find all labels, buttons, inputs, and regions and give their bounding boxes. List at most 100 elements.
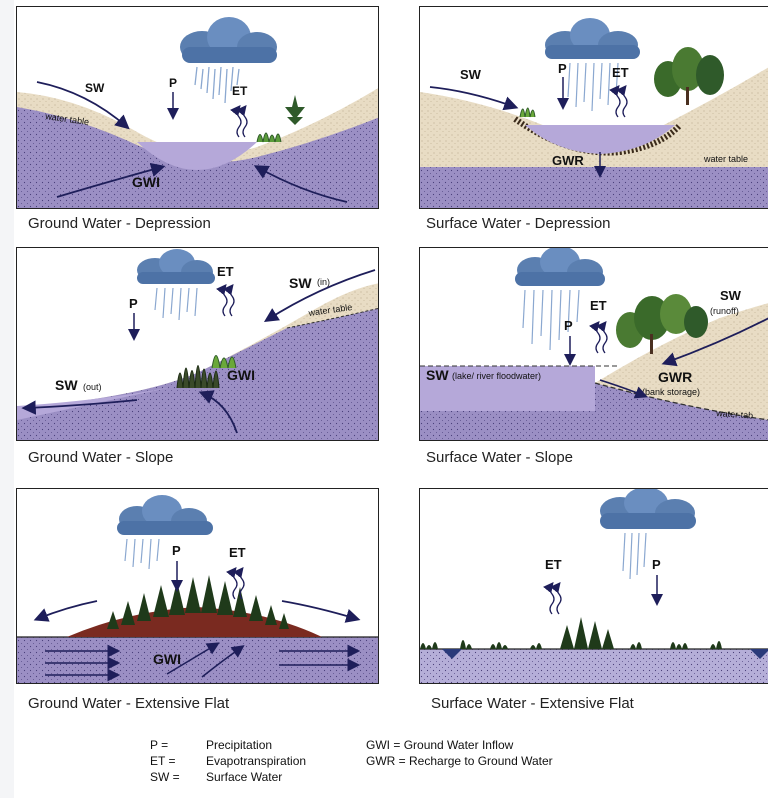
- caption-sw-depression: Surface Water - Depression: [426, 215, 611, 232]
- sw-in-sub-label: (in): [317, 277, 330, 287]
- caption-gw-depression: Ground Water - Depression: [28, 215, 211, 232]
- gwi-label: GWI: [132, 174, 160, 190]
- et-label: ET: [217, 264, 234, 279]
- tree-icon: [519, 47, 724, 118]
- sw-out-label: SW: [55, 377, 78, 393]
- sw-in-label: SW: [289, 275, 312, 291]
- legend-item: P = Precipitation: [150, 737, 306, 753]
- sw-slope-diagram: P ET SW (runoff) SW (lake/ river floodwa…: [420, 248, 768, 440]
- sw-flat-diagram: P ET: [420, 489, 768, 683]
- evapotranspiration-arrow-icon: [226, 566, 238, 600]
- legend-item: SW = Surface Water: [150, 769, 306, 785]
- legend-term: Recharge to Ground Water: [409, 754, 553, 768]
- tree-icon: [256, 95, 305, 143]
- surface-water-arrow-icon: [429, 86, 519, 111]
- et-label: ET: [612, 65, 629, 80]
- cloud-icon: [545, 18, 640, 59]
- legend-term: Surface Water: [206, 770, 283, 784]
- panel-sw-depression: P ET SW GWR water table: [419, 6, 768, 209]
- evapotranspiration-arrow-icon: [543, 581, 555, 615]
- legend-abbr: GWR =: [366, 754, 406, 768]
- p-label: P: [129, 296, 138, 311]
- water-table-label: water table: [703, 154, 748, 164]
- evapotranspiration-arrow-icon: [609, 84, 621, 118]
- gwr-label: GWR: [552, 153, 584, 168]
- sw-out-sub-label: (out): [83, 382, 102, 392]
- cloud-icon: [137, 249, 215, 284]
- runoff-right-arrow-icon: [281, 600, 361, 623]
- pond: [137, 142, 257, 170]
- legend-item: GWR = Recharge to Ground Water: [366, 753, 553, 769]
- legend-term: Ground Water Inflow: [403, 738, 514, 752]
- p-label: P: [652, 557, 661, 572]
- caption-sw-slope: Surface Water - Slope: [426, 449, 574, 466]
- rain-icon: [154, 287, 198, 321]
- cloud-icon: [600, 489, 696, 529]
- gw-slope-diagram: P ET SW (in) water table SW (out) GWI: [17, 249, 378, 440]
- panel-gw-depression: P ET SW water table GWI: [16, 6, 379, 209]
- sw-label: SW: [85, 81, 105, 95]
- evapotranspiration-arrow-icon: [216, 283, 228, 317]
- gwi-label: GWI: [153, 651, 181, 667]
- legend-abbr: P =: [150, 738, 169, 752]
- surface-water-arrow-icon: [661, 317, 768, 367]
- panel-sw-flat: P ET: [419, 488, 768, 684]
- rain-icon: [567, 62, 619, 112]
- pond: [525, 125, 675, 154]
- p-label: P: [172, 543, 181, 558]
- legend-item: GWI = Ground Water Inflow: [366, 737, 553, 753]
- sw-label: SW: [460, 67, 482, 82]
- gw-flat-diagram: P ET GWI: [17, 495, 378, 683]
- legend-right: GWI = Ground Water Inflow GWR = Recharge…: [366, 737, 553, 769]
- tree-icon: [616, 294, 708, 354]
- tree-icon: [176, 355, 237, 389]
- caption-gw-flat: Ground Water - Extensive Flat: [28, 695, 230, 712]
- legend-term: Evapotranspiration: [206, 754, 307, 768]
- et-label: ET: [590, 298, 607, 313]
- gw-depression-diagram: P ET SW water table GWI: [17, 17, 378, 208]
- sw-out-arrow-icon: [21, 399, 138, 415]
- panel-sw-slope: P ET SW (runoff) SW (lake/ river floodwa…: [419, 247, 768, 441]
- gwr-sub-label: (bank storage): [642, 387, 700, 397]
- gwi-label: GWI: [227, 367, 255, 383]
- sw-lake-label: SW: [426, 367, 449, 383]
- sw-lake-sub-label: (lake/ river floodwater): [452, 371, 541, 381]
- et-label: ET: [229, 545, 246, 560]
- legend-left: P =Precipitation ET =Evapotranspiration …: [150, 737, 306, 785]
- rain-icon: [124, 538, 160, 570]
- rain-icon: [522, 289, 580, 351]
- tree-icon: [420, 617, 722, 649]
- sw-sub-label: (runoff): [710, 306, 739, 316]
- mound: [67, 607, 322, 637]
- et-label: ET: [545, 557, 562, 572]
- surface-water-arrow-icon: [263, 269, 376, 322]
- tree-icon: [107, 575, 289, 629]
- lake: [420, 366, 595, 411]
- gwi-arrow-icon: [56, 162, 166, 198]
- evapotranspiration-arrow-icon: [230, 104, 242, 138]
- legend-abbr: GWI =: [366, 738, 401, 752]
- cloud-icon: [515, 248, 605, 286]
- sw-label: SW: [720, 288, 742, 303]
- rain-icon: [194, 66, 240, 104]
- caption-sw-flat: Surface Water - Extensive Flat: [431, 695, 634, 712]
- evapotranspiration-arrow-icon: [589, 320, 601, 354]
- legend-abbr: ET =: [150, 754, 176, 768]
- et-label: ET: [232, 84, 248, 98]
- legend-term: Precipitation: [206, 738, 273, 752]
- page-margin: [0, 0, 14, 798]
- caption-gw-slope: Ground Water - Slope: [28, 449, 174, 466]
- cloud-icon: [180, 17, 277, 63]
- p-label: P: [169, 76, 177, 90]
- rain-icon: [622, 532, 647, 580]
- gwi-arrow-icon: [198, 390, 238, 434]
- sw-depression-diagram: P ET SW GWR water table: [420, 18, 768, 208]
- gwr-arrow-icon: [599, 379, 648, 399]
- gw-flow-arrows: [45, 642, 361, 682]
- legend-abbr: SW =: [150, 770, 180, 784]
- panel-gw-slope: P ET SW (in) water table SW (out) GWI: [16, 247, 379, 441]
- p-label: P: [564, 318, 573, 333]
- runoff-left-arrow-icon: [33, 600, 98, 622]
- panel-gw-flat: P ET GWI: [16, 488, 379, 684]
- legend-item: ET = Evapotranspiration: [150, 753, 306, 769]
